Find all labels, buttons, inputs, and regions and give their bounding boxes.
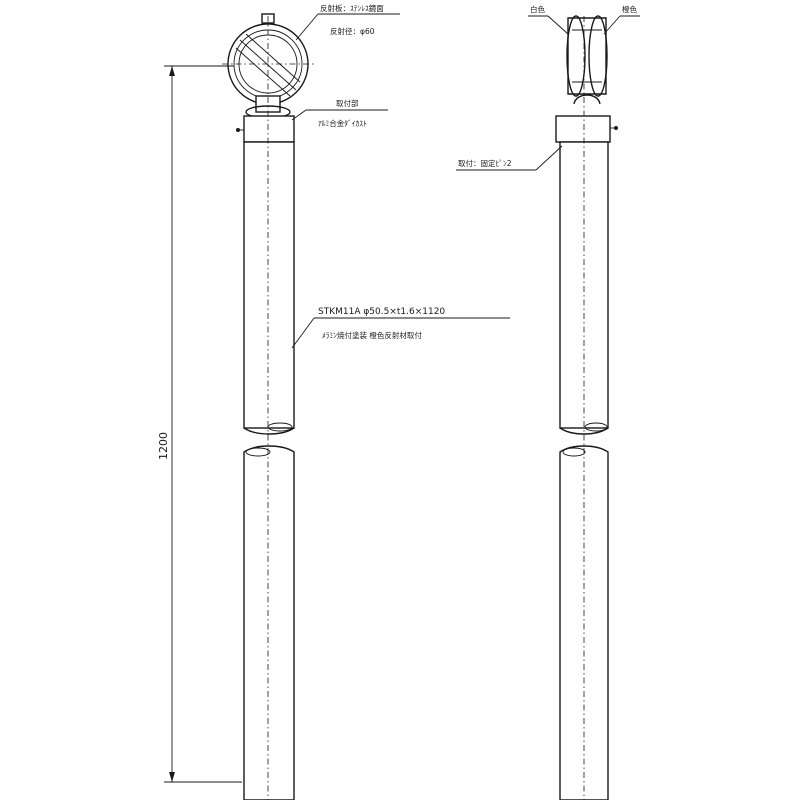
leader-pipe: STKM11A φ50.5×t1.6×1120 ﾒﾗﾐﾝ焼付塗装 橙色反射材取付 [291, 307, 510, 349]
side-reflector [566, 15, 608, 105]
side-cap-label: 取付：固定ﾋﾟﾝ2 [458, 158, 512, 168]
side-view: 白色 橙色 取付：固定ﾋﾟﾝ2 [456, 4, 640, 800]
leader-orange: 橙色 [603, 4, 640, 35]
side-cap [555, 115, 618, 143]
cap-material-label: ｱﾙﾐ合金ﾀﾞｲｶｽﾄ [318, 118, 367, 128]
height-dimension-value: 1200 [157, 432, 170, 460]
leader-reflector: 反射板：ｽﾃﾝﾚｽ鏡面 反射径：φ60 [295, 3, 400, 41]
reflector-material-label: 反射板：ｽﾃﾝﾚｽ鏡面 [320, 3, 384, 13]
orange-side-label: 橙色 [622, 4, 637, 14]
front-view: 1200 [157, 3, 510, 800]
side-upper-pipe [559, 141, 609, 435]
white-side-label: 白色 [530, 4, 545, 14]
pipe-finish-label: ﾒﾗﾐﾝ焼付塗装 橙色反射材取付 [322, 330, 422, 340]
upper-pipe [243, 141, 295, 435]
side-lower-pipe [559, 445, 609, 800]
top-cap [236, 115, 295, 143]
lower-pipe [243, 445, 295, 800]
leader-cap: 取付部 ｱﾙﾐ合金ﾀﾞｲｶｽﾄ [291, 98, 388, 128]
leader-white: 白色 [528, 4, 569, 35]
leader-side-cap: 取付：固定ﾋﾟﾝ2 [456, 145, 563, 171]
reflector-size-label: 反射径：φ60 [330, 26, 375, 36]
pipe-spec-label: STKM11A φ50.5×t1.6×1120 [318, 307, 445, 317]
cap-title-label: 取付部 [336, 98, 359, 108]
height-dimension: 1200 [157, 65, 242, 783]
